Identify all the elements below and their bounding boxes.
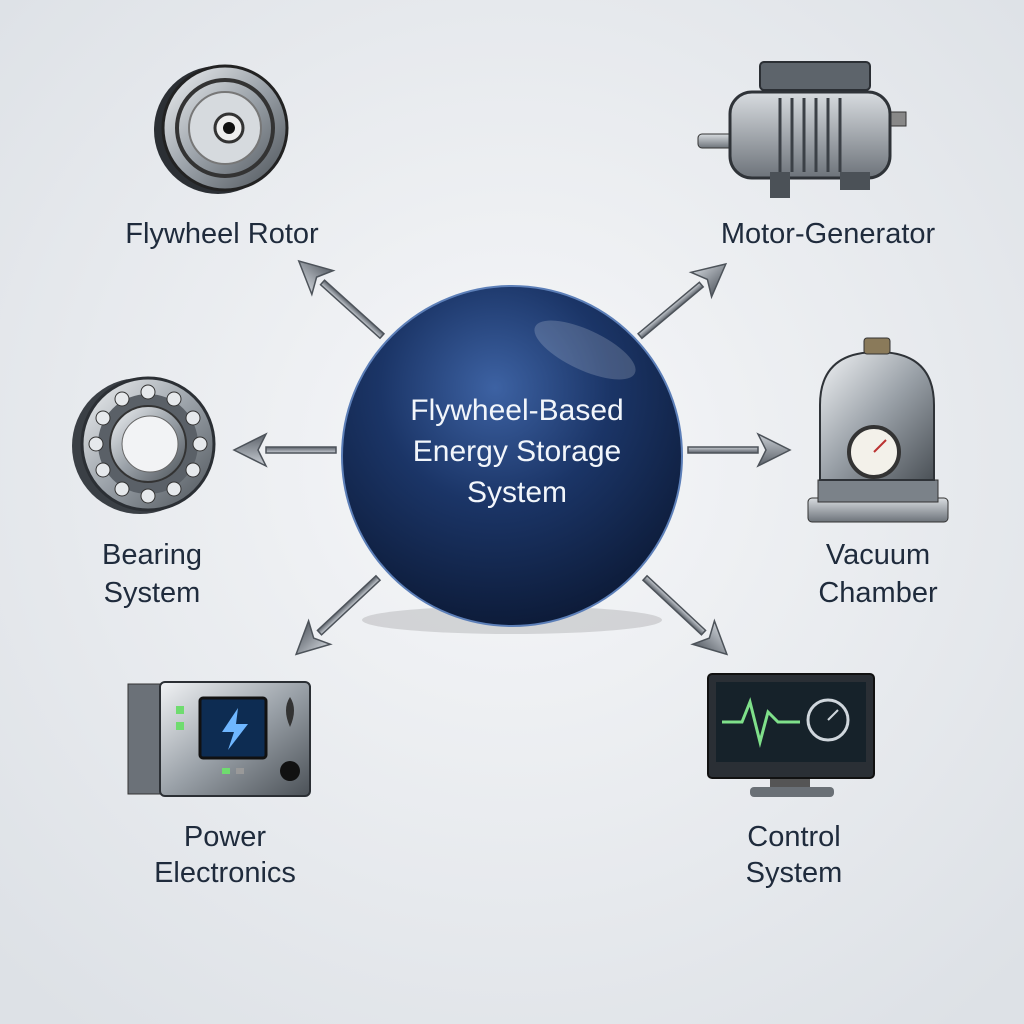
component-power-electronics: Power Electronics — [127, 681, 311, 889]
component-flywheel-rotor: Flywheel Rotor — [125, 64, 319, 250]
center-title-line-1: Flywheel-Based — [410, 394, 623, 427]
label-control-line-1: Control — [747, 821, 841, 853]
power-electronics-icon — [127, 681, 311, 797]
flywheel-rotor-icon — [154, 64, 289, 194]
component-motor-generator: Motor-Generator — [697, 61, 936, 250]
component-control-system: Control System — [707, 673, 875, 889]
arrow-to-rotor — [297, 259, 386, 340]
arrow-to-vacuum — [687, 432, 792, 468]
center-title-line-3: System — [467, 476, 567, 509]
arrow-to-motor — [637, 262, 728, 340]
arrows — [232, 259, 792, 656]
label-flywheel-rotor: Flywheel Rotor — [125, 218, 319, 250]
control-monitor-icon — [707, 673, 875, 797]
vacuum-chamber-icon — [807, 337, 949, 523]
label-bearing-line-1: Bearing — [102, 539, 202, 571]
arrow-to-bearing — [232, 432, 337, 468]
center-title-line-2: Energy Storage — [413, 435, 621, 468]
label-power-line-1: Power — [184, 821, 267, 853]
arrow-to-control — [641, 574, 729, 656]
component-vacuum-chamber: Vacuum Chamber — [807, 337, 949, 609]
label-bearing-line-2: System — [104, 577, 201, 609]
ball-bearing-icon — [72, 376, 216, 514]
arrow-to-power — [294, 574, 382, 656]
component-bearing-system: Bearing System — [72, 376, 216, 609]
label-motor-generator: Motor-Generator — [721, 218, 936, 250]
label-control-line-2: System — [746, 857, 843, 889]
label-vacuum-line-1: Vacuum — [826, 539, 930, 571]
motor-generator-icon — [697, 61, 907, 198]
label-power-line-2: Electronics — [154, 857, 296, 889]
center-node: Flywheel-Based Energy Storage System — [341, 285, 683, 634]
label-vacuum-line-2: Chamber — [818, 577, 938, 609]
